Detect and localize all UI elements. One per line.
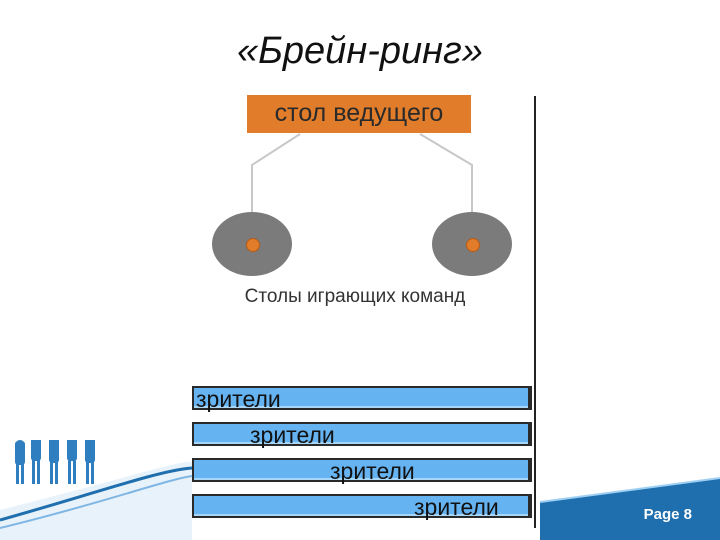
team-table-marker (246, 238, 260, 252)
host-table: стол ведущего (247, 95, 471, 133)
spectator-row-2: зрители (192, 422, 532, 448)
spectator-row-label: зрители (196, 386, 281, 412)
teams-label: Столы играющих команд (244, 286, 466, 307)
diagram-canvas (192, 92, 542, 524)
team-table-right (432, 212, 512, 276)
slide-title: «Брейн-ринг» (237, 30, 483, 72)
page-number: Page 8 (643, 506, 692, 523)
spectator-row-1: зрители (192, 386, 532, 412)
spectator-row-label: зрители (330, 458, 415, 484)
business-people-silhouettes-icon (15, 440, 95, 484)
team-table-marker (466, 238, 480, 252)
spectator-row-label: зрители (414, 494, 499, 520)
team-table-left (212, 212, 292, 276)
footer-swoosh (0, 440, 720, 540)
spectator-row-label: зрители (250, 422, 335, 448)
diagram-right-border (534, 96, 536, 528)
spectator-row-4: зрители (192, 494, 532, 520)
spectator-row-3: зрители (192, 458, 532, 484)
